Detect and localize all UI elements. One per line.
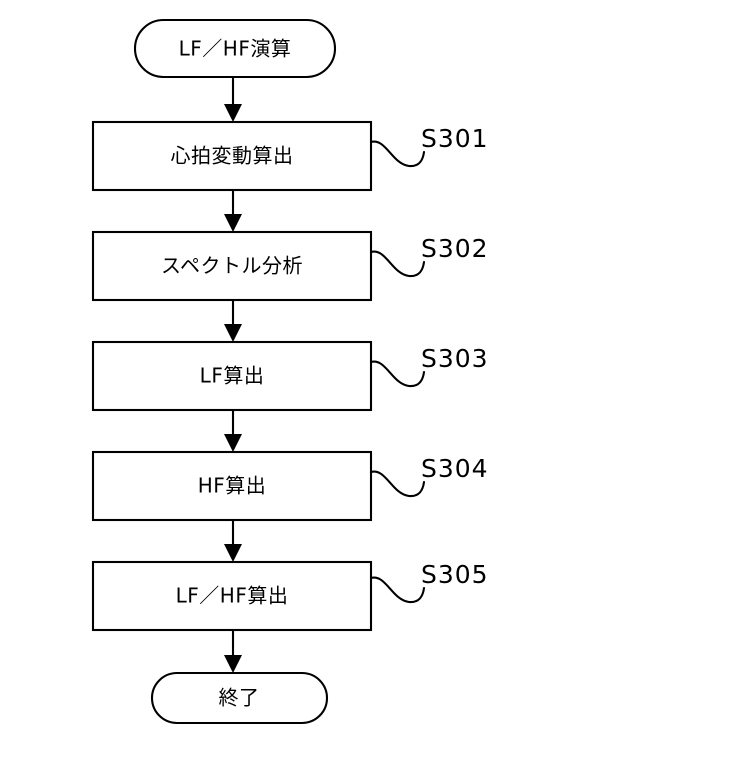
step-callout-s301: S301 — [369, 124, 489, 168]
arrow-head-icon — [224, 214, 242, 232]
step-id-label: S302 — [421, 234, 489, 263]
step-callout-s305: S305 — [369, 560, 489, 604]
process-box-shape — [91, 560, 373, 632]
step-callout-s303: S303 — [369, 344, 489, 388]
process-box-shape — [91, 340, 373, 412]
flow-node-s301: 心拍変動算出 — [91, 120, 373, 192]
leader-curve-line — [369, 576, 426, 604]
leader-curve-line — [369, 470, 426, 498]
end-terminal-label: 終了 — [219, 686, 260, 710]
process-box-label: スペクトル分析 — [161, 254, 303, 278]
step-id-label: S305 — [421, 560, 489, 589]
process-box-label: 心拍変動算出 — [171, 144, 294, 168]
process-box-label: LF／HF算出 — [176, 584, 289, 608]
process-box-label: LF算出 — [200, 364, 265, 388]
process-box-shape — [91, 450, 373, 522]
leader-curve-line — [369, 250, 426, 278]
step-callout-s304: S304 — [369, 454, 489, 498]
flow-node-start: LF／HF演算 — [133, 18, 337, 79]
arrow-head-icon — [224, 655, 242, 673]
arrow-head-icon — [224, 544, 242, 562]
flow-node-s305: LF／HF算出 — [91, 560, 373, 632]
arrow-head-icon — [224, 434, 242, 452]
flow-node-s303: LF算出 — [91, 340, 373, 412]
step-callout-s302: S302 — [369, 234, 489, 278]
start-terminal-label: LF／HF演算 — [179, 37, 292, 61]
connector-s301-to-s302 — [224, 190, 242, 232]
step-id-label: S303 — [421, 344, 489, 373]
connector-s303-to-s304 — [224, 410, 242, 452]
process-box-shape — [91, 120, 373, 192]
arrow-head-icon — [224, 324, 242, 342]
connector-s302-to-s303 — [224, 300, 242, 342]
step-id-label: S304 — [421, 454, 489, 483]
step-id-label: S301 — [421, 124, 489, 153]
flow-node-s304: HF算出 — [91, 450, 373, 522]
flow-node-s302: スペクトル分析 — [91, 230, 373, 302]
end-terminal-shape — [150, 671, 329, 725]
connector-s305-to-end — [224, 630, 242, 673]
leader-curve-line — [369, 140, 426, 168]
connector-start-to-s301 — [224, 77, 242, 122]
process-box-label: HF算出 — [198, 474, 267, 498]
flow-node-end: 終了 — [150, 671, 329, 725]
arrow-head-icon — [224, 104, 242, 122]
leader-curve-line — [369, 360, 426, 388]
connector-s304-to-s305 — [224, 520, 242, 562]
start-terminal-shape — [133, 18, 337, 79]
